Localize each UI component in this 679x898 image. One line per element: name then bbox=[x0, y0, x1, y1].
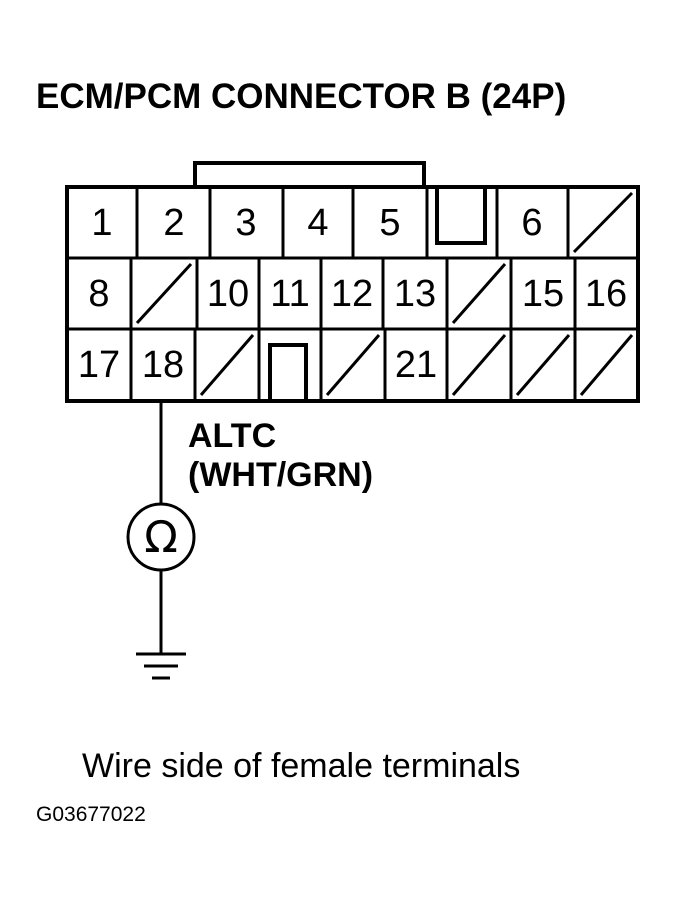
key-notch-row-3 bbox=[268, 343, 308, 401]
unused-cavity-slash bbox=[579, 334, 634, 396]
unused-cavity-slash bbox=[451, 263, 507, 324]
terminal-17: 17 bbox=[78, 344, 120, 386]
terminal-10: 10 bbox=[207, 273, 249, 315]
terminal-6: 6 bbox=[521, 202, 542, 244]
unused-cavity-slash bbox=[135, 262, 193, 325]
wire-signal-label: ALTC bbox=[188, 417, 276, 455]
unused-cavity-slash bbox=[572, 191, 634, 254]
terminal-2: 2 bbox=[163, 202, 184, 244]
connector-lock-tab bbox=[193, 161, 426, 187]
terminal-16: 16 bbox=[585, 273, 627, 315]
unused-cavity-slash bbox=[199, 334, 255, 396]
unused-cavity-slash bbox=[325, 334, 381, 396]
terminal-1: 1 bbox=[91, 202, 112, 244]
terminal-4: 4 bbox=[307, 202, 328, 244]
row-1-dividers bbox=[135, 187, 570, 258]
ohm-symbol: Ω bbox=[144, 512, 178, 563]
terminal-15: 15 bbox=[522, 273, 564, 315]
view-caption: Wire side of female terminals bbox=[82, 747, 520, 785]
terminal-12: 12 bbox=[331, 273, 373, 315]
ohmmeter-icon: Ω bbox=[126, 502, 196, 572]
terminal-18: 18 bbox=[142, 344, 184, 386]
key-notch-row-1 bbox=[435, 187, 487, 245]
figure-id: G03677022 bbox=[36, 803, 146, 826]
terminal-8: 8 bbox=[88, 273, 109, 315]
terminal-21: 21 bbox=[395, 344, 437, 386]
ground-icon bbox=[136, 652, 186, 680]
unused-cavity-slash bbox=[515, 334, 571, 396]
wire-color-label: (WHT/GRN) bbox=[188, 456, 373, 494]
diagram-title: ECM/PCM CONNECTOR B (24P) bbox=[36, 77, 566, 116]
row-3-dividers bbox=[129, 329, 577, 401]
terminal-5: 5 bbox=[379, 202, 400, 244]
unused-cavity-slash bbox=[451, 334, 507, 396]
terminal-13: 13 bbox=[394, 273, 436, 315]
row-2-dividers bbox=[129, 258, 577, 329]
terminal-3: 3 bbox=[235, 202, 256, 244]
terminal-11: 11 bbox=[270, 273, 309, 315]
